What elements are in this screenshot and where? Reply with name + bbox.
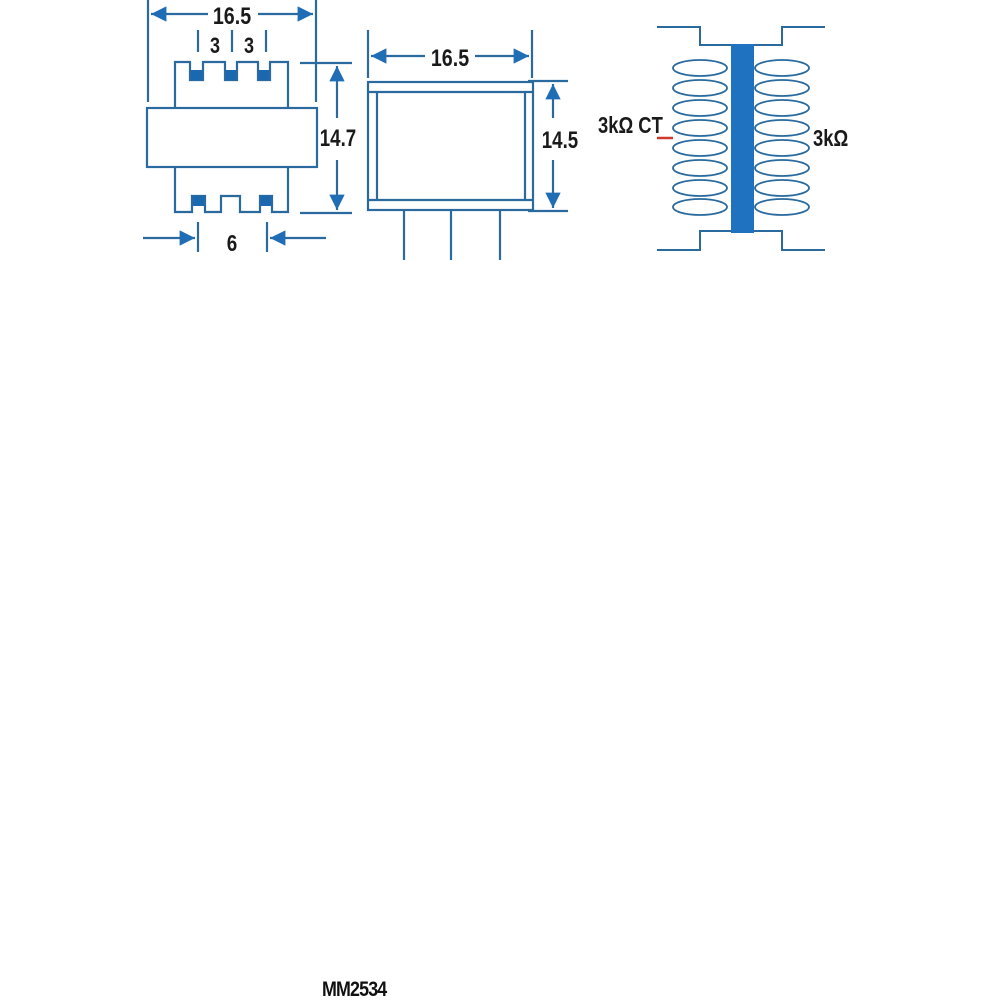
primary-coil bbox=[672, 59, 728, 216]
part-number-caption: MM2534 bbox=[322, 978, 387, 1001]
pin-pad bbox=[261, 196, 271, 206]
bottom-bobbin bbox=[173, 167, 290, 214]
pin-pads bbox=[191, 70, 271, 206]
primary-lead-bottom bbox=[657, 230, 732, 251]
leads bbox=[657, 26, 825, 251]
pin-pad bbox=[226, 70, 236, 80]
front-height-label: 14.7 bbox=[320, 125, 356, 152]
pin-pad bbox=[259, 70, 269, 80]
primary-lead-top bbox=[657, 26, 732, 46]
side-view bbox=[366, 30, 568, 260]
side-width-label: 16.5 bbox=[431, 44, 469, 71]
transformer-core bbox=[731, 44, 754, 233]
side-body-outer bbox=[366, 80, 535, 212]
pitch-label-left: 3 bbox=[210, 34, 220, 58]
top-bobbin bbox=[173, 60, 290, 108]
pin-pad bbox=[193, 196, 204, 206]
secondary-impedance-label: 3kΩ bbox=[813, 126, 848, 151]
pin-span-label: 6 bbox=[227, 231, 237, 256]
schematic bbox=[657, 26, 825, 251]
front-view bbox=[143, 0, 352, 252]
secondary-coil bbox=[754, 59, 810, 216]
front-width-label: 16.5 bbox=[213, 2, 251, 29]
pin-pad bbox=[191, 70, 202, 80]
lamination-bar bbox=[145, 106, 319, 169]
side-height-label: 14.5 bbox=[542, 127, 578, 154]
secondary-lead-top bbox=[754, 26, 825, 46]
secondary-lead-bottom bbox=[754, 230, 825, 251]
pitch-label-right: 3 bbox=[244, 34, 254, 58]
primary-impedance-label: 3kΩ CT bbox=[598, 113, 663, 138]
